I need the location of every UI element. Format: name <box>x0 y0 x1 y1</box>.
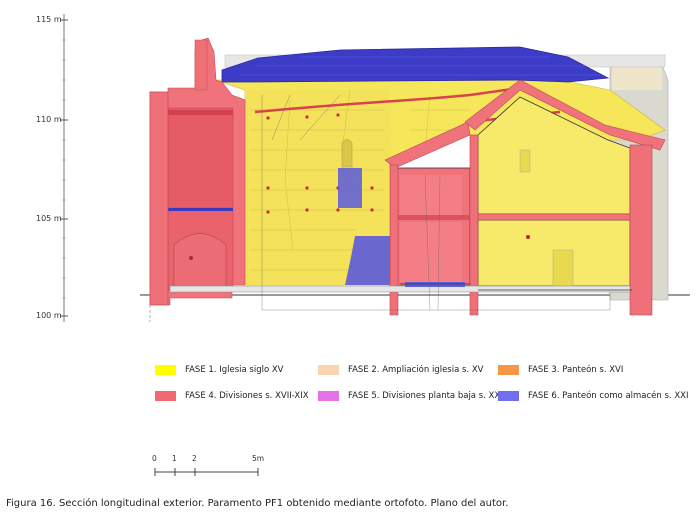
legend-item-phase-5: FASE 5. Divisiones planta baja s. XX <box>318 390 500 402</box>
legend-item-phase-6: FASE 6. Panteón como almacén s. XXI <box>498 390 689 402</box>
legend-item-phase-1: FASE 1. Iglesia siglo XV <box>155 364 284 376</box>
legend-label: FASE 2. Ampliación iglesia s. XV <box>348 365 484 375</box>
legend-label: FASE 1. Iglesia siglo XV <box>185 365 284 375</box>
elevation-label-100: 100 m <box>36 311 62 320</box>
legend-label: FASE 4. Divisiones s. XVII-XIX <box>185 391 309 401</box>
scale-label-0: 0 <box>152 454 157 463</box>
legend-swatch <box>318 391 339 401</box>
phase-6-roof <box>221 46 610 83</box>
scale-label-2: 2 <box>192 454 197 463</box>
legend-swatch <box>498 365 519 375</box>
figure-caption: Figura 16. Sección longitudinal exterior… <box>6 498 509 509</box>
phase-6-blue-areas <box>338 168 390 285</box>
legend-label: FASE 3. Panteón s. XVI <box>528 365 624 375</box>
scale-label-5m: 5m <box>252 454 265 463</box>
elevation-label-115: 115 m <box>36 15 62 24</box>
elevation-label-105: 105 m <box>36 214 62 223</box>
scale-label-1: 1 <box>172 454 177 463</box>
legend-item-phase-2: FASE 2. Ampliación iglesia s. XV <box>318 364 483 376</box>
section-drawing <box>60 14 690 322</box>
phase-legend: FASE 1. Iglesia siglo XV FASE 2. Ampliac… <box>0 356 697 416</box>
elevation-axis <box>60 14 68 322</box>
legend-swatch <box>155 391 176 401</box>
hidden-lines <box>261 94 611 311</box>
legend-swatch <box>318 365 339 375</box>
legend-label: FASE 5. Divisiones planta baja s. XX <box>348 391 501 401</box>
legend-swatch <box>155 365 176 375</box>
legend-swatch <box>498 391 519 401</box>
elevation-label-110: 110 m <box>36 115 62 124</box>
scale-bar <box>154 468 259 476</box>
phase-4-right-house <box>169 79 666 316</box>
legend-item-phase-3: FASE 3. Panteón s. XVI <box>498 364 623 376</box>
legend-item-phase-4: FASE 4. Divisiones s. XVII-XIX <box>155 390 309 402</box>
legend-label: FASE 6. Panteón como almacén s. XXI <box>528 391 689 401</box>
phase-4-left-block <box>149 37 246 306</box>
